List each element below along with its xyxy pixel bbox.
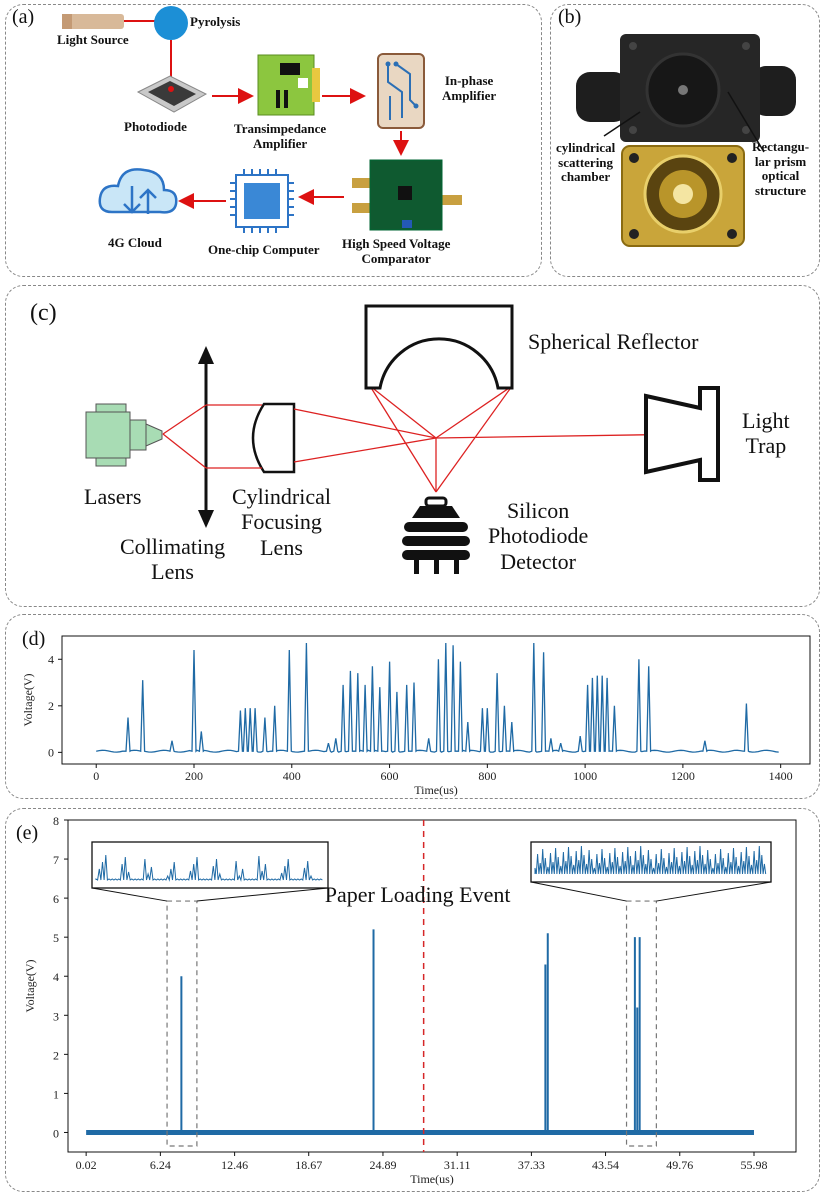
y-tick-label-e: 2 xyxy=(53,1048,59,1062)
x-tick-label-e: 6.24 xyxy=(150,1158,171,1172)
panel-c xyxy=(5,285,820,607)
spherical-reflector-icon xyxy=(364,304,514,390)
panel-d xyxy=(5,614,820,799)
zoom-connector xyxy=(196,887,329,902)
scattering-chamber-image xyxy=(576,34,796,142)
x-axis-label-d: Time(us) xyxy=(414,783,458,797)
y-tick-label-e: 0 xyxy=(53,1126,59,1140)
detector-label: Silicon Photodiode Detector xyxy=(488,498,589,574)
plot-frame-d xyxy=(61,635,811,765)
inphase-amplifier-icon xyxy=(377,53,425,129)
inset-series xyxy=(95,854,323,882)
panel-d-label: (d) xyxy=(22,628,46,650)
onechip-label: One-chip Computer xyxy=(208,242,320,257)
x-tick-label-d: 1200 xyxy=(671,769,695,783)
trap-label: Light Trap xyxy=(742,408,790,459)
light-source-icon xyxy=(62,14,158,29)
collimating-label: Collimating Lens xyxy=(120,534,226,585)
panel-b xyxy=(550,4,820,277)
x-tick-label-d: 1400 xyxy=(769,769,793,783)
x-tick-label-d: 600 xyxy=(381,769,399,783)
zoom-window xyxy=(166,900,198,1147)
zoom-window xyxy=(625,900,657,1147)
laser-icon xyxy=(85,403,163,467)
x-tick-label-e: 43.54 xyxy=(592,1158,619,1172)
cylindrical-lens-icon xyxy=(251,402,296,474)
voltage-series-d xyxy=(96,642,779,753)
chip-icon xyxy=(230,169,294,233)
y-tick-label-e: 7 xyxy=(53,853,59,867)
x-tick-label-e: 12.46 xyxy=(221,1158,248,1172)
plot-frame-e xyxy=(67,819,797,1153)
inset-series xyxy=(534,845,767,875)
light-trap-icon xyxy=(644,386,720,482)
x-axis-label-e: Time(us) xyxy=(410,1172,454,1186)
photodiode-label: Photodiode xyxy=(124,119,187,134)
chamber-caption: cylindrical scattering chamber xyxy=(556,140,616,185)
y-tick-label-e: 8 xyxy=(53,814,59,828)
chart-e-title: Paper Loading Event xyxy=(325,882,511,907)
x-tick-label-e: 49.76 xyxy=(666,1158,693,1172)
x-tick-label-e: 18.67 xyxy=(295,1158,322,1172)
y-tick-label-e: 1 xyxy=(53,1087,59,1101)
inset-frame xyxy=(91,841,329,889)
x-tick-label-e: 24.89 xyxy=(369,1158,396,1172)
x-tick-label-d: 0 xyxy=(93,769,99,783)
inphase-label: In-phase Amplifier xyxy=(442,73,497,103)
y-tick-label-e: 3 xyxy=(53,1009,59,1023)
panel-b-label: (b) xyxy=(558,6,582,28)
zoom-connector xyxy=(530,881,627,902)
prism-caption: Rectangu- lar prism optical structure xyxy=(752,139,810,198)
pyrolysis-icon xyxy=(154,6,188,40)
y-tick-label-e: 5 xyxy=(53,931,59,945)
photodiode-icon xyxy=(136,75,208,113)
light-source-label: Light Source xyxy=(57,32,129,47)
panel-e-label: (e) xyxy=(16,822,39,844)
x-tick-label-d: 400 xyxy=(283,769,301,783)
transimpedance-label: Transimpedance Amplifier xyxy=(234,121,327,151)
pyrolysis-label: Pyrolysis xyxy=(190,14,241,29)
panel-a-label: (a) xyxy=(12,6,35,28)
x-tick-label-d: 200 xyxy=(185,769,203,783)
y-tick-label-d: 4 xyxy=(48,652,54,666)
x-tick-label-e: 31.11 xyxy=(444,1158,471,1172)
panel-a xyxy=(5,4,542,277)
cloud-icon xyxy=(98,168,178,214)
y-axis-label-e: Voltage(V) xyxy=(23,959,37,1012)
x-tick-label-e: 55.98 xyxy=(740,1158,767,1172)
panel-e xyxy=(5,808,820,1192)
lasers-label: Lasers xyxy=(84,484,142,509)
y-tick-label-e: 6 xyxy=(53,892,59,906)
zoom-connector xyxy=(91,887,168,902)
x-tick-label-e: 0.02 xyxy=(76,1158,97,1172)
y-tick-label-d: 0 xyxy=(48,745,54,759)
y-axis-label-d: Voltage(V) xyxy=(21,673,35,726)
zoom-connector xyxy=(656,881,772,902)
cloud-label: 4G Cloud xyxy=(108,235,162,250)
x-tick-label-d: 800 xyxy=(478,769,496,783)
panel-c-label: (c) xyxy=(30,300,57,326)
y-tick-label-e: 4 xyxy=(53,970,59,984)
silicon-photodiode-icon xyxy=(402,496,470,574)
x-tick-label-d: 1000 xyxy=(573,769,597,783)
comparator-label: High Speed Voltage Comparator xyxy=(342,236,451,266)
cylindrical-label: Cylindrical Focusing Lens xyxy=(232,484,331,560)
collimating-lens-icon xyxy=(198,346,214,528)
y-tick-label-d: 2 xyxy=(48,699,54,713)
prism-structure-image xyxy=(621,145,745,247)
x-tick-label-e: 37.33 xyxy=(518,1158,545,1172)
comparator-board-icon xyxy=(352,159,462,231)
reflector-label: Spherical Reflector xyxy=(528,329,699,354)
transimpedance-board-icon xyxy=(257,54,320,116)
